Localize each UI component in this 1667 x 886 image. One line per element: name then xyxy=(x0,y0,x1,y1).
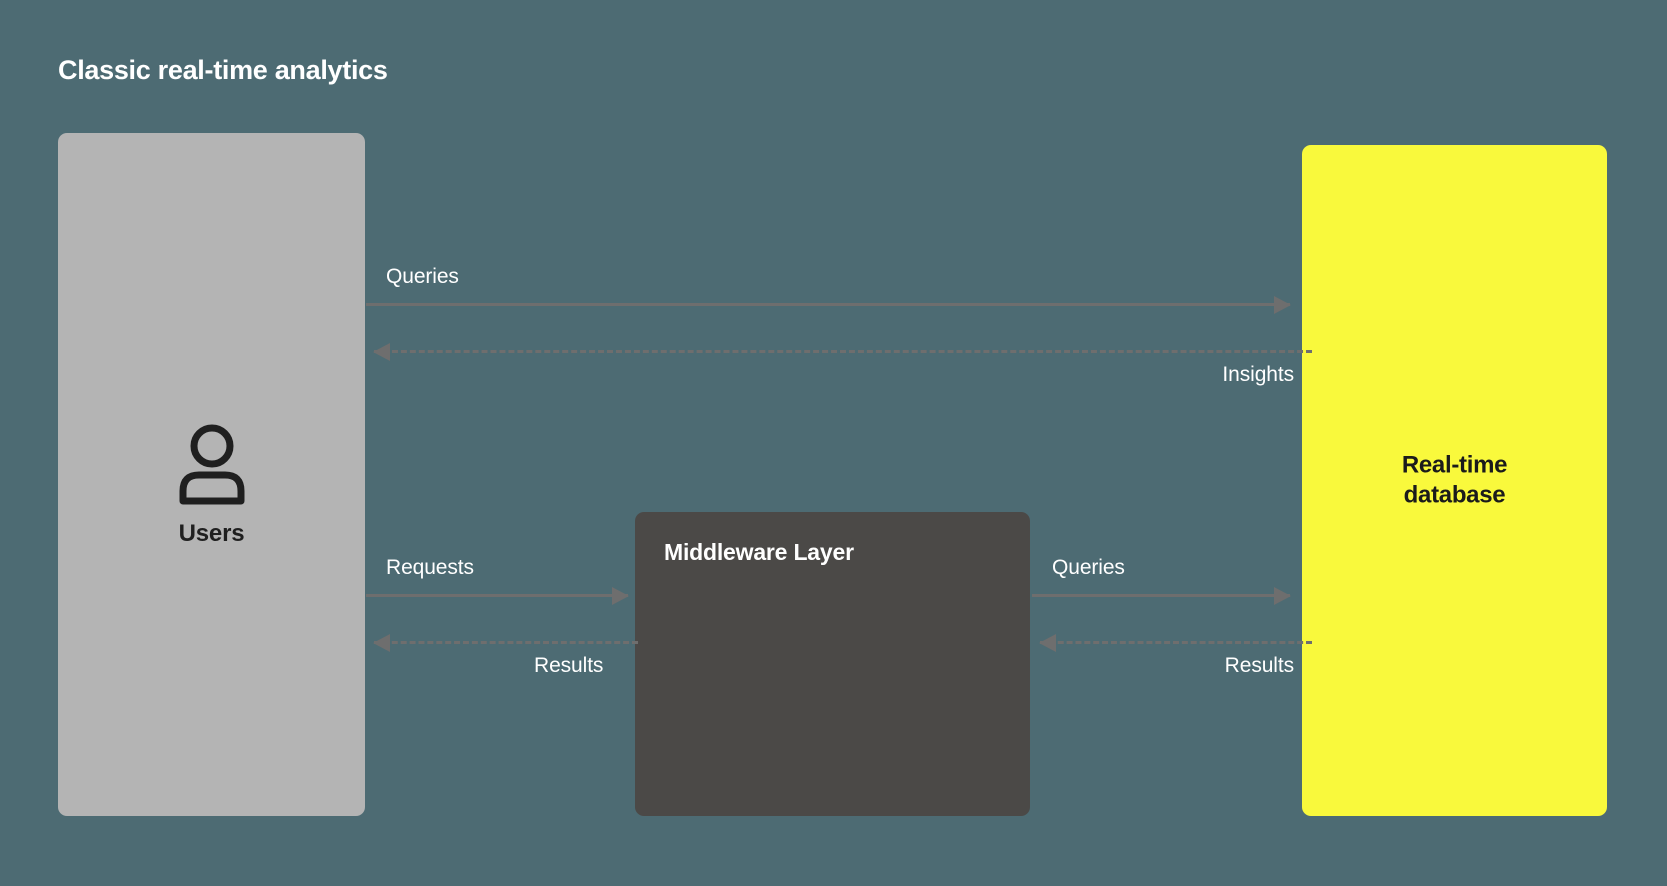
node-middleware-label: Middleware Layer xyxy=(664,539,854,565)
node-users[interactable]: Users xyxy=(58,133,365,816)
connector-line xyxy=(374,641,638,644)
connector-line xyxy=(366,594,628,597)
connector-line xyxy=(374,350,1312,353)
node-database-label: Real-time database xyxy=(1302,450,1607,511)
node-users-label: Users xyxy=(178,520,245,547)
connector-label: Queries xyxy=(386,265,459,288)
connector-label: Results xyxy=(534,654,604,677)
arrowhead-right-icon xyxy=(1274,296,1291,314)
node-middleware[interactable]: Middleware Layer xyxy=(635,512,1030,816)
arrowhead-left-icon xyxy=(1039,634,1056,652)
arrowhead-left-icon xyxy=(373,343,390,361)
user-icon xyxy=(175,421,249,510)
arrowhead-right-icon xyxy=(1274,587,1291,605)
arrowhead-left-icon xyxy=(373,634,390,652)
connector-line xyxy=(1032,594,1290,597)
page-title: Classic real-time analytics xyxy=(58,55,388,85)
node-database-label-line1: Real-time xyxy=(1401,450,1508,478)
node-database[interactable]: Real-time database xyxy=(1302,145,1607,816)
arrowhead-right-icon xyxy=(612,587,629,605)
users-content: Users xyxy=(58,421,365,548)
connector-label: Insights xyxy=(1222,363,1294,386)
connector-label: Results xyxy=(1224,654,1294,677)
node-database-label-line2: database xyxy=(1403,481,1506,509)
connector-label: Queries xyxy=(1052,556,1125,579)
connector-line xyxy=(1040,641,1312,644)
connector-label: Requests xyxy=(386,556,474,579)
connector-line xyxy=(366,303,1290,306)
